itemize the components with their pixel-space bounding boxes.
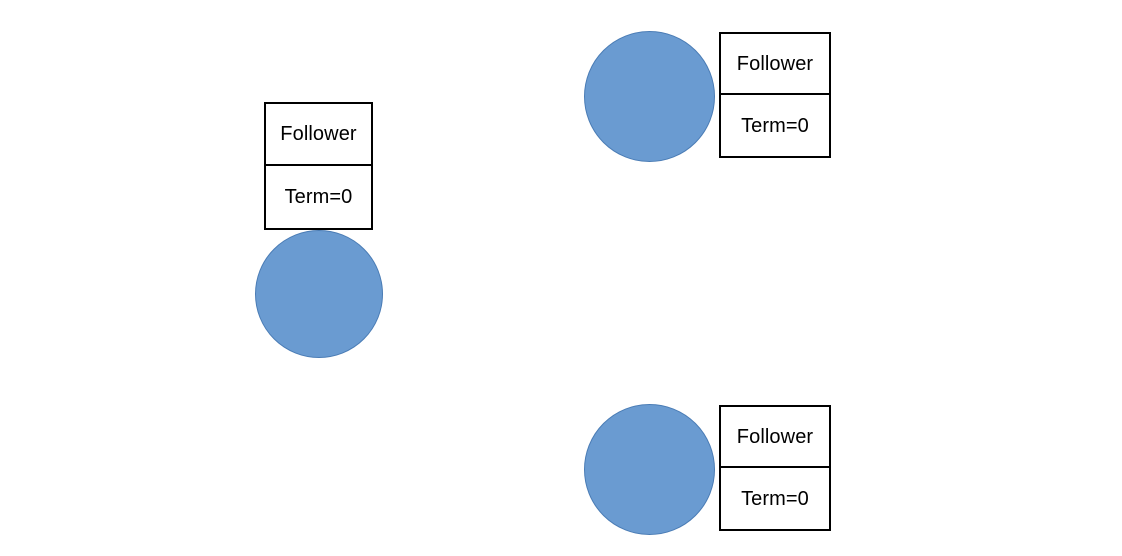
node-role-label: Follower bbox=[266, 104, 371, 166]
node-circle[interactable] bbox=[584, 404, 715, 535]
node-circle[interactable] bbox=[584, 31, 715, 162]
node-term-label: Term=0 bbox=[284, 186, 353, 208]
node-circle[interactable] bbox=[255, 230, 383, 358]
node-term-label: Term=0 bbox=[741, 114, 809, 137]
node-role-label: Follower bbox=[721, 407, 829, 468]
node-term-label: Term=0 bbox=[741, 487, 809, 510]
node-state-box: Follower Term=0 bbox=[719, 405, 831, 531]
node-state-box: Follower Term=0 bbox=[264, 102, 373, 230]
node-state-box: Follower Term=0 bbox=[719, 32, 831, 158]
node-role-label: Follower bbox=[721, 34, 829, 95]
